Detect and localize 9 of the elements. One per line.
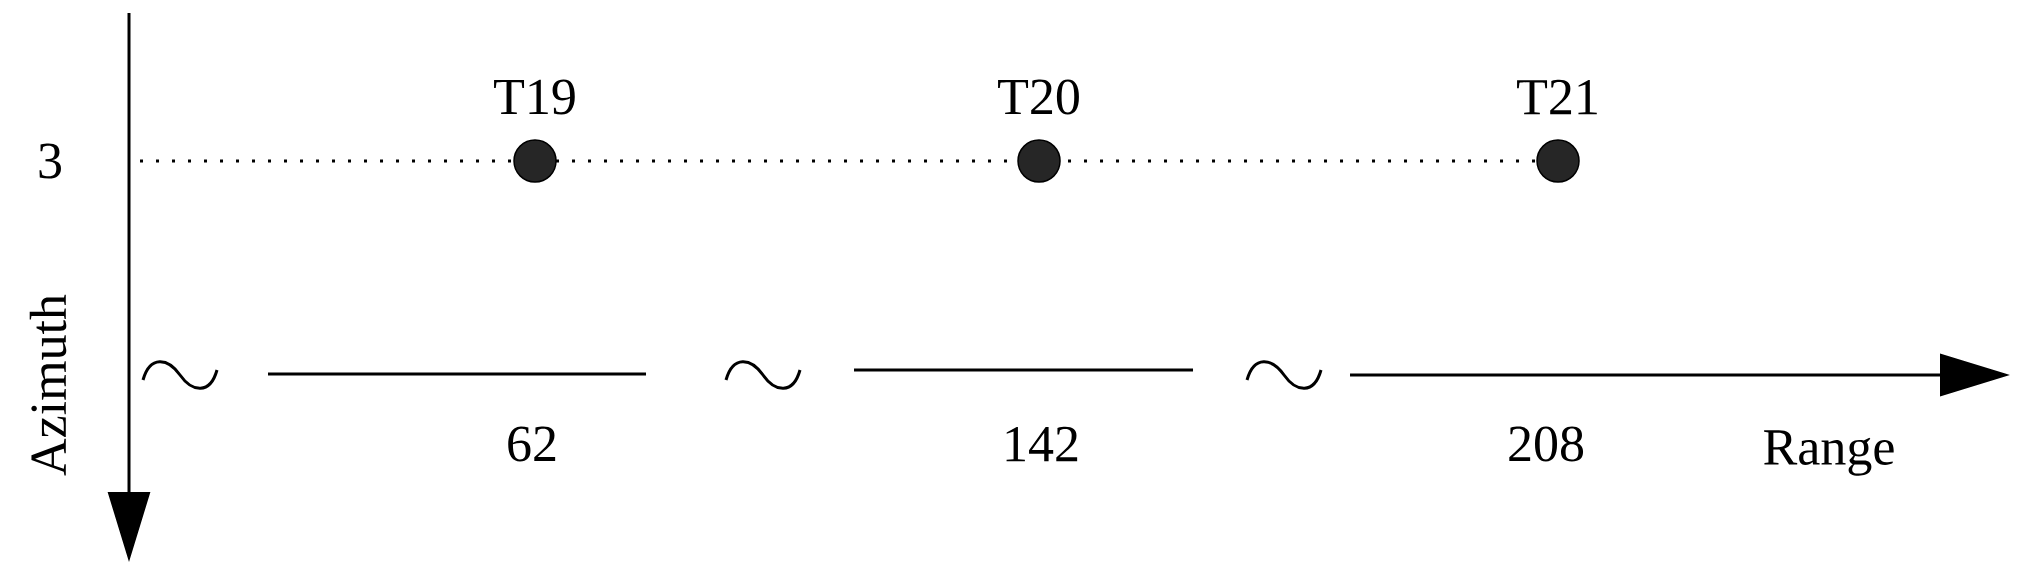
axis-label: T20 [998, 79, 1079, 115]
axis-label: Azimuth [29, 294, 67, 476]
axis-label: T21 [1517, 79, 1597, 115]
axis-label: Range [1764, 430, 1894, 476]
axis-label: 62 [508, 426, 556, 462]
axis-label: 208 [1509, 426, 1584, 462]
axis-label: T19 [494, 79, 575, 115]
axis-label: 142 [1006, 426, 1078, 462]
axis-label: 3 [39, 143, 61, 179]
